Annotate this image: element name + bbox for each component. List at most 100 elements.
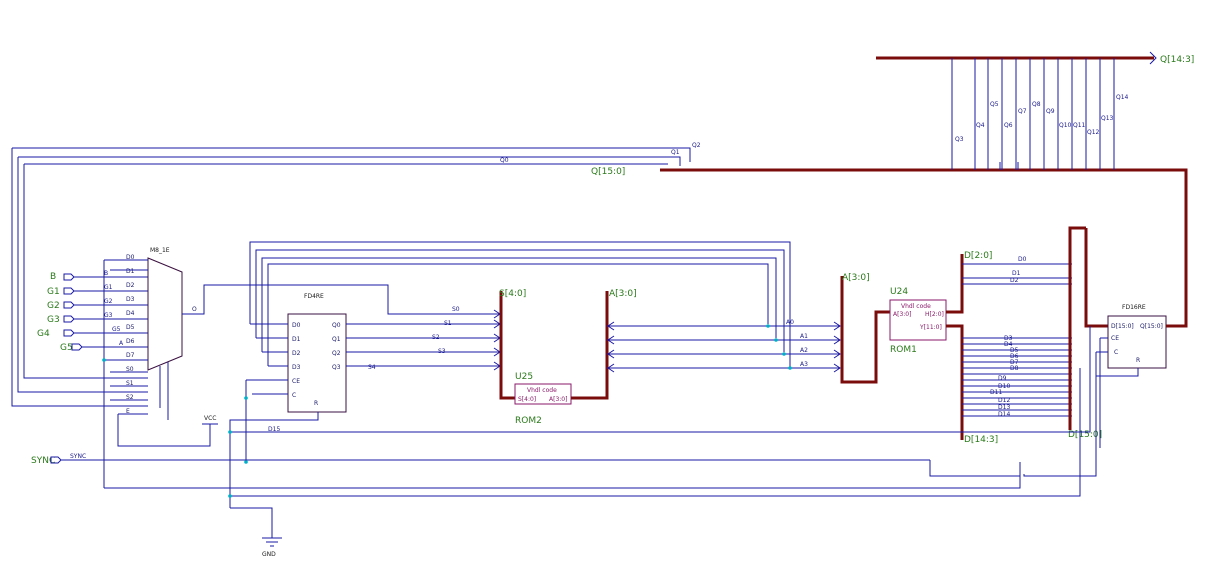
svg-text:Q7: Q7 bbox=[1018, 108, 1027, 115]
svg-text:Q5: Q5 bbox=[990, 101, 999, 108]
svg-text:S2: S2 bbox=[126, 394, 134, 401]
svg-text:U25: U25 bbox=[515, 372, 533, 382]
svg-text:D10: D10 bbox=[998, 383, 1010, 390]
svg-text:D5: D5 bbox=[1010, 347, 1019, 354]
port-g4[interactable]: G4 bbox=[37, 329, 148, 339]
svg-text:C: C bbox=[1114, 349, 1118, 356]
a-bus-rom1: A[3:0] bbox=[840, 273, 890, 384]
s-bus: S[4:0] bbox=[499, 289, 526, 400]
svg-text:S4: S4 bbox=[368, 364, 376, 371]
svg-text:D15: D15 bbox=[268, 426, 280, 433]
port-g2-label: G2 bbox=[47, 301, 60, 311]
svg-text:D4: D4 bbox=[126, 310, 135, 317]
mux-pins: D0 D1 D2 D3 D4 D5 D6 D7 S0 S1 S2 E O bbox=[126, 254, 197, 415]
q-feedback-wires: Q0 Q1 Q2 bbox=[11, 142, 701, 407]
svg-text:D5: D5 bbox=[126, 324, 135, 331]
svg-text:S0: S0 bbox=[126, 366, 134, 373]
svg-text:Q1: Q1 bbox=[332, 336, 341, 343]
svg-text:A[3:0]: A[3:0] bbox=[842, 273, 870, 283]
svg-text:D14: D14 bbox=[998, 411, 1010, 418]
port-sync[interactable]: SYNC SYNC bbox=[31, 453, 930, 466]
svg-text:A[3:0]: A[3:0] bbox=[893, 311, 911, 318]
svg-text:ROM2: ROM2 bbox=[515, 416, 542, 426]
fd16re-block[interactable]: FD16RE D[15:0] Q[15:0] CE C R bbox=[1023, 304, 1167, 477]
svg-text:Q[15:0]: Q[15:0] bbox=[591, 167, 625, 177]
global-nets: D15 bbox=[104, 326, 1091, 538]
svg-text:Q0: Q0 bbox=[332, 322, 341, 329]
fd16re-type-label: FD16RE bbox=[1122, 304, 1146, 311]
svg-text:A2: A2 bbox=[800, 347, 808, 354]
svg-text:S3: S3 bbox=[438, 348, 446, 355]
svg-text:Q12: Q12 bbox=[1087, 129, 1100, 136]
svg-text:D0: D0 bbox=[292, 322, 301, 329]
port-g4-label: G4 bbox=[37, 329, 50, 339]
mux-net-labels: B G1 G2 G3 G5 A bbox=[104, 270, 124, 347]
fd4re-type-label: FD4RE bbox=[304, 293, 324, 300]
svg-text:Q4: Q4 bbox=[976, 122, 985, 129]
svg-text:D0: D0 bbox=[126, 254, 135, 261]
svg-text:S1: S1 bbox=[444, 320, 452, 327]
svg-text:D2: D2 bbox=[292, 350, 301, 357]
mux-m8-1e[interactable]: M8_1E D0 D1 D2 D3 D4 D5 D6 D7 S0 S1 S2 E… bbox=[103, 247, 218, 488]
svg-text:O: O bbox=[192, 306, 197, 313]
svg-text:D1: D1 bbox=[1012, 270, 1021, 277]
svg-text:A[3:0]: A[3:0] bbox=[549, 396, 567, 403]
svg-text:CE: CE bbox=[1111, 335, 1119, 342]
svg-text:G5: G5 bbox=[112, 326, 121, 333]
svg-text:GND: GND bbox=[262, 551, 276, 558]
gnd-symbol: GND bbox=[262, 537, 282, 558]
net-q0-label: Q0 bbox=[500, 157, 509, 164]
port-g2[interactable]: G2 bbox=[47, 301, 148, 311]
svg-text:S0: S0 bbox=[452, 306, 460, 313]
svg-text:Q9: Q9 bbox=[1046, 108, 1055, 115]
fd4re-block[interactable]: FD4RE D0 D1 D2 D3 CE C R Q0 Q1 Q2 Q3 bbox=[229, 241, 791, 508]
port-g5[interactable]: G5 bbox=[60, 343, 148, 353]
svg-text:S2: S2 bbox=[432, 334, 440, 341]
d143-bus: D[14:3] D3 D4 D5 D6 D7 D8 D9 D10 D11 D12… bbox=[946, 324, 1072, 445]
svg-text:Vhdl code: Vhdl code bbox=[901, 303, 931, 310]
svg-text:R: R bbox=[1136, 357, 1140, 364]
svg-text:Q13: Q13 bbox=[1101, 115, 1114, 122]
port-g5-label: G5 bbox=[60, 343, 73, 353]
svg-text:G2: G2 bbox=[104, 298, 113, 305]
svg-text:B: B bbox=[104, 270, 108, 277]
svg-text:A0: A0 bbox=[786, 319, 794, 326]
svg-text:D1: D1 bbox=[126, 268, 135, 275]
svg-text:D7: D7 bbox=[1010, 359, 1019, 366]
port-b[interactable]: B bbox=[50, 272, 148, 282]
svg-text:Q3: Q3 bbox=[955, 136, 964, 143]
rom2-block[interactable]: U25 Vhdl code S[4:0] A[3:0] ROM2 bbox=[514, 372, 572, 426]
svg-text:D6: D6 bbox=[126, 338, 135, 345]
svg-text:Q[14:3]: Q[14:3] bbox=[1160, 55, 1194, 65]
svg-text:CE: CE bbox=[292, 378, 300, 385]
net-q2-label: Q2 bbox=[692, 142, 701, 149]
svg-text:R: R bbox=[314, 400, 318, 407]
svg-text:Q11: Q11 bbox=[1073, 122, 1086, 129]
svg-text:ROM1: ROM1 bbox=[890, 345, 917, 355]
port-g3[interactable]: G3 bbox=[47, 315, 148, 325]
svg-text:G1: G1 bbox=[104, 284, 113, 291]
svg-text:D1: D1 bbox=[292, 336, 301, 343]
port-g1[interactable]: G1 bbox=[47, 287, 148, 297]
port-sync-label: SYNC bbox=[31, 456, 55, 466]
vcc-symbol: VCC bbox=[202, 415, 218, 446]
port-g3-label: G3 bbox=[47, 315, 60, 325]
svg-text:A1: A1 bbox=[800, 333, 808, 340]
svg-text:Q[15:0]: Q[15:0] bbox=[1140, 323, 1163, 330]
s-bus-wires: S0 S1 S2 S3 S4 bbox=[346, 306, 501, 371]
junction-dots bbox=[102, 324, 792, 498]
svg-text:D0: D0 bbox=[1018, 256, 1027, 263]
svg-text:D3: D3 bbox=[292, 364, 301, 371]
q150-bus: Q[15:0] bbox=[591, 162, 1188, 328]
mux-type-label: M8_1E bbox=[150, 247, 170, 254]
svg-text:Q3: Q3 bbox=[332, 364, 341, 371]
svg-text:H[2:0]: H[2:0] bbox=[925, 311, 944, 318]
net-sync-label: SYNC bbox=[70, 453, 86, 460]
svg-text:D11: D11 bbox=[990, 389, 1002, 396]
rom1-block[interactable]: U24 Vhdl code A[3:0] H[2:0] Y[11:0] ROM1 bbox=[889, 287, 947, 355]
port-b-label: B bbox=[50, 272, 56, 282]
q143-bus: Q[14:3] Q3 Q4 Q5 Q6 Q7 Q8 Q9 Q10 Q11 Q12… bbox=[876, 51, 1194, 170]
d20-bus: D[2:0] D0 D1 D2 bbox=[946, 251, 1072, 314]
svg-text:S[4:0]: S[4:0] bbox=[518, 396, 536, 403]
